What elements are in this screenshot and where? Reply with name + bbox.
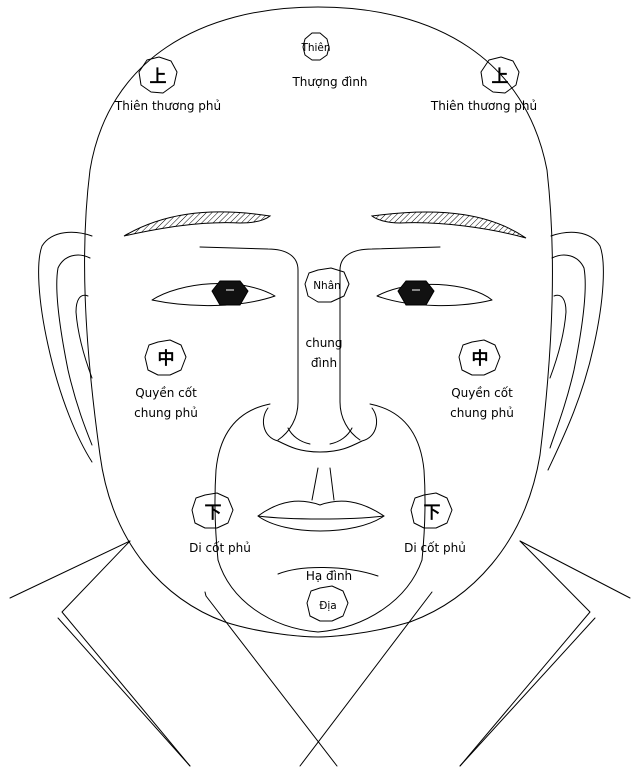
label-dinh: đình (311, 356, 337, 370)
label-thuong-dinh: Thượng đình (291, 75, 367, 89)
cheek-line-left (215, 404, 270, 560)
label-thien-thuong-phu-left: Thiên thương phủ (114, 99, 221, 113)
cheek-line-right (370, 404, 425, 560)
nostril-left (288, 428, 310, 444)
label-chung-phu-left: chung phủ (134, 406, 198, 420)
left-ear (39, 232, 92, 462)
right-eye (377, 281, 492, 306)
glyph-zhong: 中 (158, 348, 175, 369)
glyph-shang: 上 (492, 67, 509, 87)
left-eye (152, 281, 275, 306)
marker-thien-name: Thiên (300, 42, 330, 54)
glyph-zhong: 中 (472, 348, 489, 369)
label-quyen-cot-right: Quyền cốt (451, 386, 513, 400)
label-quyen-cot-left: Quyền cốt (135, 386, 197, 400)
nose-bottom (263, 408, 376, 452)
right-pupil (398, 281, 434, 305)
left-pupil (212, 281, 248, 305)
marker-dia-name: Địa (319, 600, 337, 612)
region-upper-right: 上 Thiên thương phủ (430, 57, 537, 113)
label-chung-phu-right: chung phủ (450, 406, 514, 420)
region-upper-left: 上 Thiên thương phủ (114, 57, 221, 113)
shoulder-right (520, 541, 630, 598)
label-ha-dinh: Hạ đình (306, 569, 352, 583)
philtrum (312, 468, 334, 500)
collar-left (62, 541, 190, 766)
mouth (258, 501, 384, 531)
region-mid-left: 中 Quyền cốt chung phủ (134, 340, 198, 420)
collar-right-inner2 (460, 618, 595, 766)
marker-nhan: Nhân chung đình (305, 268, 349, 370)
region-mid-right: 中 Quyền cốt chung phủ (450, 340, 514, 420)
collar-right-inner (300, 592, 432, 766)
collar-left-inner (205, 592, 337, 766)
collar-right (460, 541, 590, 766)
left-eyebrow (124, 212, 270, 236)
marker-nhan-name: Nhân (313, 280, 341, 292)
region-low-left: 下 Di cốt phủ (189, 493, 251, 555)
collar-left-inner2 (58, 618, 190, 766)
label-di-cot-phu-right: Di cốt phủ (404, 541, 466, 555)
marker-dia: Hạ đình Địa (306, 569, 352, 621)
region-low-right: 下 Di cốt phủ (404, 493, 466, 555)
right-eyebrow (372, 212, 526, 238)
glyph-xia: 下 (205, 503, 222, 523)
glyph-shang: 上 (150, 67, 167, 87)
right-ear (548, 232, 603, 470)
label-di-cot-phu-left: Di cốt phủ (189, 541, 251, 555)
glyph-xia: 下 (424, 503, 441, 523)
label-chung: chung (305, 336, 342, 350)
marker-thien: Thiên Thượng đình (291, 33, 367, 89)
label-thien-thuong-phu-right: Thiên thương phủ (430, 99, 537, 113)
shoulder-left (10, 541, 130, 598)
nostril-right (330, 428, 352, 444)
